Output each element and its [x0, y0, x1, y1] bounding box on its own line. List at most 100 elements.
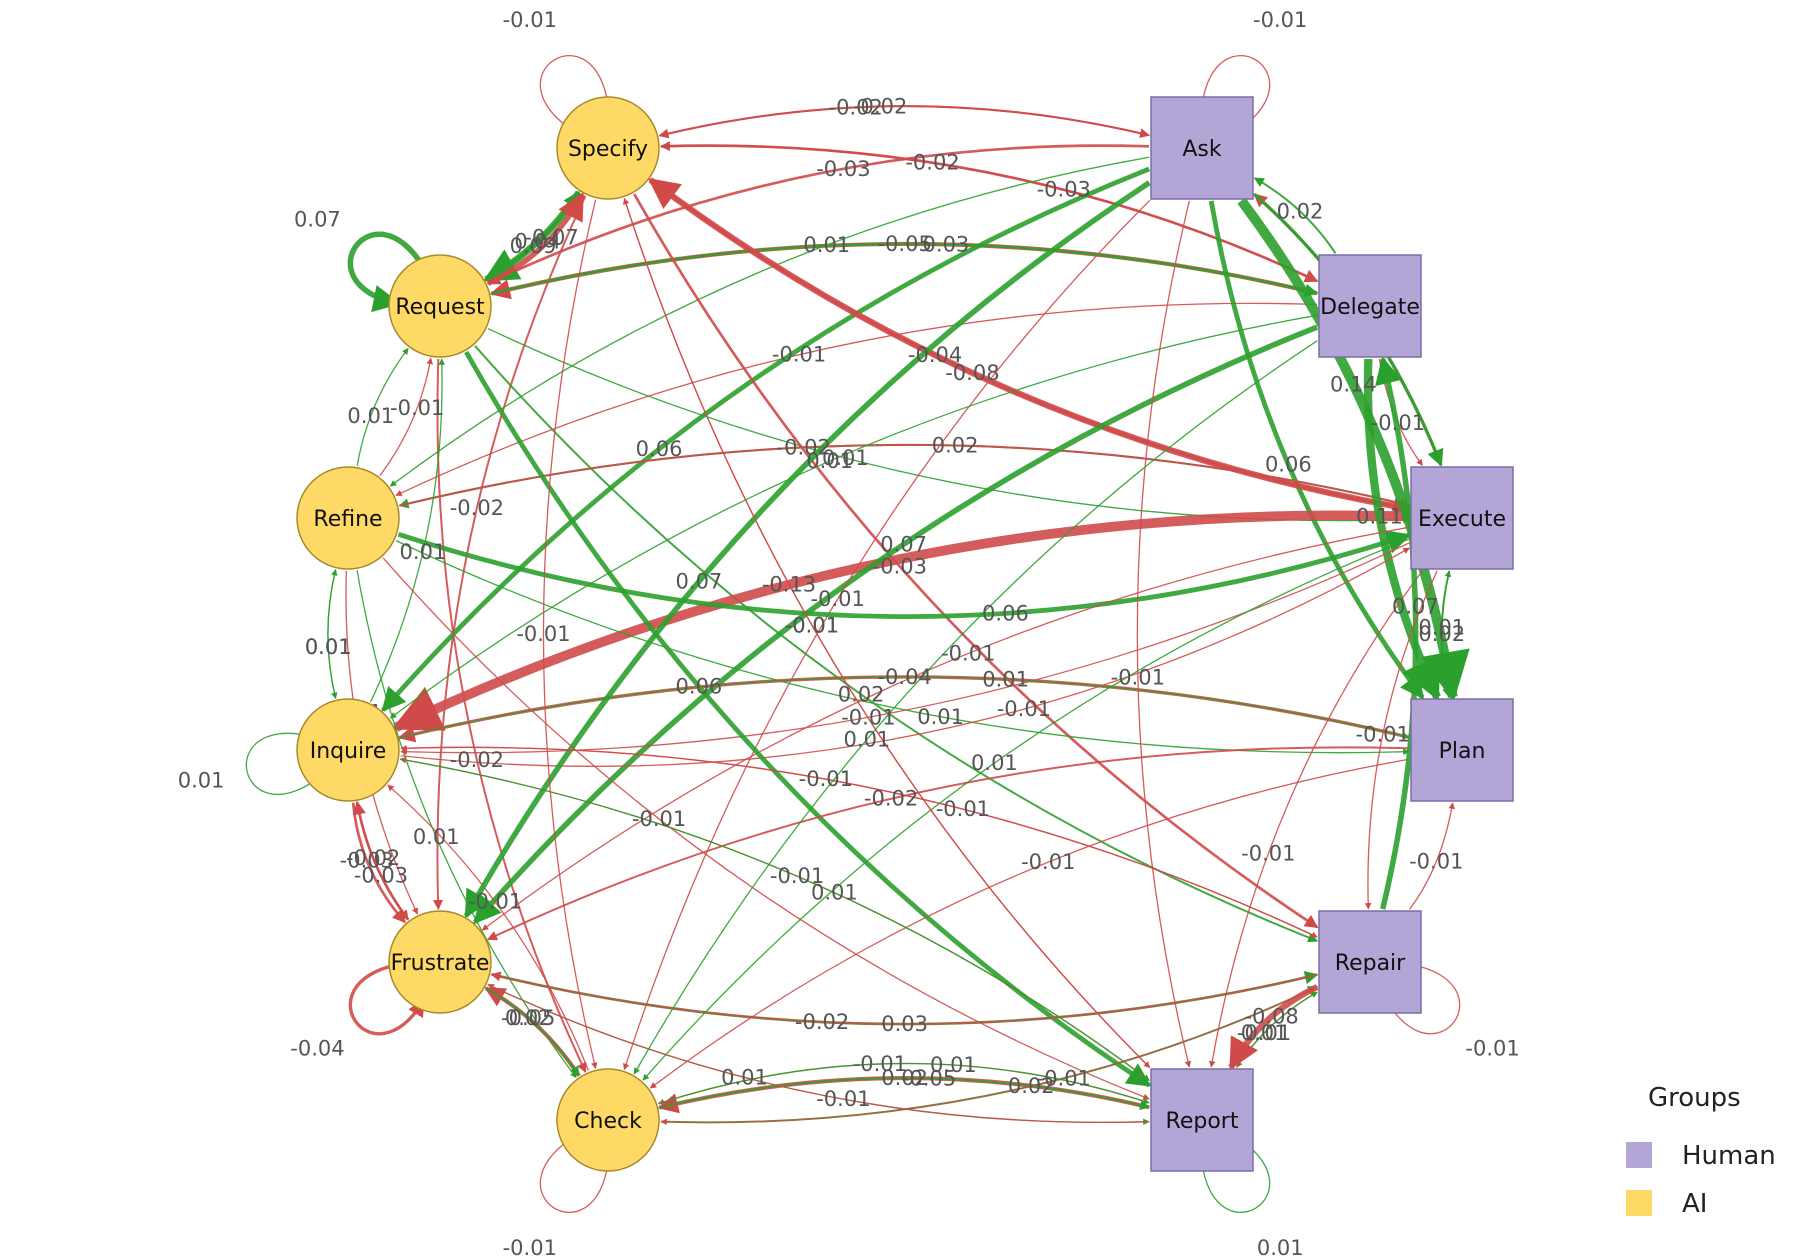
- edge-delegate-to-specify-label: -0.02: [905, 151, 959, 175]
- edge-ask-to-request-label: -0.03: [816, 157, 870, 181]
- edge-report-to-frustrate: [487, 983, 1150, 1124]
- edge-report-to-specify: [623, 197, 1151, 1069]
- edge-check-to-report: [659, 1077, 1151, 1111]
- node-label: Refine: [313, 507, 382, 532]
- node-delegate: Delegate: [1318, 254, 1422, 358]
- edge-specify-to-delegate-label: -0.03: [1037, 178, 1091, 202]
- edge-inquire-to-frustrate: [351, 802, 406, 924]
- edge-frustrate-to-repair-label: 0.03: [881, 1012, 928, 1036]
- node-shape-square: [1318, 910, 1422, 1014]
- edge-frustrate-to-check: [485, 987, 580, 1077]
- edge-repair-to-report-label: -0.08: [1244, 1004, 1298, 1028]
- edge-frustrate-to-check-label: 0.02: [505, 1006, 552, 1030]
- edge-refine-to-execute-label: -0.02: [777, 435, 831, 459]
- edge-repair-to-inquire: [400, 744, 1318, 938]
- edge-delegate-to-check-label: 0.01: [844, 727, 891, 751]
- edge-inquire-to-repair-label: -0.01: [799, 767, 853, 791]
- edge-request-to-specify: [486, 192, 585, 286]
- edge-delegate-to-execute-label: -0.01: [1371, 411, 1425, 435]
- edge-repair-to-delegate-label: 0.07: [1392, 594, 1439, 618]
- edge-repair-to-plan-label: -0.01: [1409, 850, 1463, 874]
- edge-repair-to-frustrate: [490, 971, 1318, 1026]
- edge-delegate-to-frustrate: [472, 324, 1319, 925]
- legend-swatch-ai: [1626, 1190, 1652, 1216]
- legend-swatch-human: [1626, 1142, 1652, 1168]
- edge-labels-layer: -0.010.070.01-0.04-0.01-0.01-0.010.01-0.…: [178, 8, 1520, 1260]
- edge-specify-to-frustrate-label: -0.02: [450, 496, 504, 520]
- edge-request-to-repair-label: 0.02: [838, 682, 885, 706]
- edge-specify-to-specify: [539, 55, 609, 130]
- node-shape-circle: [296, 698, 400, 802]
- node-label: Inquire: [310, 739, 387, 764]
- edge-inquire-to-plan: [399, 676, 1410, 740]
- edge-frustrate-to-report-label: 0.01: [721, 1065, 768, 1089]
- edge-specify-to-ask: [659, 105, 1151, 139]
- edge-delegate-to-inquire-label: 0.01: [806, 449, 853, 473]
- edge-check-to-report: [658, 1062, 1150, 1105]
- edge-inquire-to-frustrate-label: -0.03: [340, 849, 394, 873]
- legend-title: Groups: [1648, 1083, 1741, 1113]
- edge-specify-to-request-label: 0.09: [510, 234, 557, 258]
- edge-specify-to-ask-label: -0.02: [829, 95, 883, 119]
- edge-ask-to-inquire: [381, 166, 1151, 712]
- nodes-layer: SpecifyRequestRefineInquireFrustrateChec…: [296, 96, 1514, 1172]
- edge-check-to-inquire-label: -0.01: [468, 890, 522, 914]
- edge-delegate-to-inquire: [389, 314, 1318, 719]
- node-label: Execute: [1418, 507, 1506, 532]
- edge-execute-to-inquire-label: -0.01: [841, 705, 895, 729]
- edge-ask-to-check: [623, 199, 1151, 1071]
- edge-request-to-execute-label: 0.01: [822, 446, 869, 470]
- edge-execute-to-inquire: [400, 542, 1410, 756]
- edge-specify-to-specify-label: -0.01: [503, 8, 557, 32]
- edge-inquire-to-report-label: 0.01: [811, 881, 858, 905]
- edge-ask-to-frustrate: [463, 180, 1151, 919]
- edge-refine-to-plan: [395, 540, 1410, 756]
- node-ask: Ask: [1150, 96, 1254, 200]
- edge-execute-to-repair-label: -0.01: [1356, 722, 1410, 746]
- node-repair: Repair: [1318, 910, 1422, 1014]
- node-label: Delegate: [1320, 295, 1420, 320]
- edge-specify-to-repair-label: -0.03: [873, 554, 927, 578]
- edge-repair-to-check: [660, 986, 1318, 1126]
- edge-specify-to-frustrate: [433, 195, 587, 911]
- edge-request-to-specify-label: 0.04: [514, 230, 561, 254]
- edge-report-to-inquire-label: -0.01: [770, 864, 824, 888]
- edge-inquire-to-inquire: [245, 732, 319, 795]
- legend-label-ai: AI: [1682, 1189, 1707, 1219]
- edge-repair-to-inquire-label: -0.01: [936, 797, 990, 821]
- edge-specify-to-delegate: [660, 144, 1319, 283]
- edge-delegate-to-plan-label: 0.11: [1356, 505, 1403, 529]
- edge-plan-to-execute-label: 0.01: [1418, 616, 1465, 640]
- edge-ask-to-plan-label: 0.14: [1330, 372, 1377, 396]
- node-label: Specify: [568, 137, 648, 162]
- edge-inquire-to-request-label: 0.01: [400, 540, 447, 564]
- edge-refine-to-report: [382, 557, 1150, 1100]
- edge-refine-to-check-label: 0.01: [413, 825, 460, 849]
- edge-plan-to-frustrate: [487, 746, 1410, 941]
- edge-ask-to-report-label: -0.01: [1111, 665, 1165, 689]
- edge-ask-to-refine-label: 0.01: [803, 233, 850, 257]
- edge-inquire-to-report: [400, 758, 1150, 1081]
- edge-ask-to-ask-label: -0.01: [1253, 8, 1307, 32]
- edge-ask-to-ask: [1199, 55, 1271, 130]
- legend-label-human: Human: [1682, 1141, 1776, 1171]
- edge-specify-to-check: [542, 199, 598, 1070]
- edge-report-to-check-label: -0.05: [902, 1066, 956, 1090]
- node-check: Check: [556, 1068, 660, 1172]
- edge-check-to-frustrate-label: -0.05: [501, 1006, 555, 1030]
- node-frustrate: Frustrate: [388, 910, 492, 1014]
- edge-request-to-request: [347, 231, 426, 313]
- edge-repair-to-plan: [1409, 802, 1455, 910]
- edge-delegate-to-ask-label: 0.02: [1277, 199, 1324, 223]
- edge-request-to-report-label: 0.06: [676, 675, 723, 699]
- node-shape-square: [1410, 466, 1514, 570]
- node-request: Request: [388, 254, 492, 358]
- node-shape-square: [1410, 698, 1514, 802]
- edge-frustrate-to-inquire: [352, 800, 410, 921]
- edge-inquire-to-execute-label: -0.01: [997, 697, 1051, 721]
- edge-repair-to-delegate: [1375, 356, 1419, 910]
- edge-execute-to-frustrate-label: -0.01: [941, 641, 995, 665]
- edge-inquire-to-inquire-label: 0.01: [178, 769, 225, 793]
- edge-report-to-frustrate-label: -0.01: [816, 1087, 870, 1111]
